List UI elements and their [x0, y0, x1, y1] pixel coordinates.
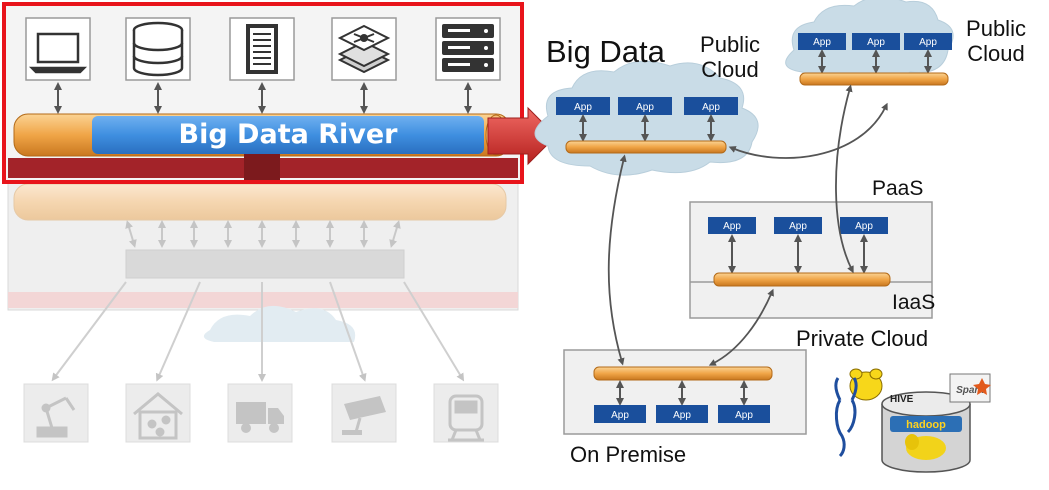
- smart-home-icon: [133, 392, 183, 440]
- impala-logo-icon: [834, 377, 858, 458]
- big-data-cloud: [534, 60, 759, 176]
- big-data-title: Big Data: [546, 34, 665, 69]
- app-label: App: [789, 221, 807, 232]
- private-cloud-pipe: [713, 272, 891, 287]
- hadoop-database-icon: hadoop: [881, 391, 971, 473]
- laptop-icon: [28, 32, 88, 74]
- app-box: [594, 405, 646, 423]
- app-box: [708, 217, 756, 234]
- private-cloud-label: Private Cloud: [796, 326, 929, 351]
- faded-cloud: [203, 305, 356, 342]
- public-cloud-right-label: Public Cloud: [954, 16, 1038, 66]
- public-cloud-left-line1: Public: [700, 32, 760, 57]
- document-icon: [246, 24, 278, 74]
- public-cloud-right-line1: Public: [966, 16, 1026, 41]
- robot-arm-icon: [36, 396, 76, 438]
- app-box: [774, 217, 822, 234]
- network-layers-icon: [337, 24, 391, 74]
- app-label: App: [735, 410, 753, 421]
- app-label: App: [867, 37, 885, 48]
- iaas-label: IaaS: [892, 291, 936, 314]
- faded-data-pipe: [13, 183, 507, 221]
- big-data-tools-logos: hadoop HIVE Spark: [834, 368, 991, 473]
- spark-logo-icon: Spark: [949, 373, 991, 403]
- public-cloud-left-label: Public Cloud: [688, 32, 772, 82]
- app-box: [656, 405, 708, 423]
- app-box: [618, 97, 672, 115]
- security-camera-icon: [342, 396, 386, 435]
- app-label: App: [919, 37, 937, 48]
- on-premise-box: [563, 349, 807, 435]
- app-labels: App App App App App App App App App App …: [574, 37, 937, 421]
- app-box: [852, 33, 900, 50]
- public-cloud-left-line2: Cloud: [701, 57, 759, 82]
- big-data-river-bar: [92, 116, 484, 154]
- public-cloud-right: [785, 0, 954, 86]
- public-cloud-pipe: [799, 72, 949, 86]
- app-box: [904, 33, 952, 50]
- app-box: [798, 33, 846, 50]
- private-cloud-box: [689, 201, 933, 319]
- cloud-data-pipe: [565, 140, 727, 154]
- truck-icon: [236, 402, 284, 433]
- app-label: App: [702, 102, 720, 113]
- paas-label: PaaS: [872, 177, 924, 200]
- spark-logo-text: Spark: [956, 385, 984, 396]
- database-icon: [132, 21, 184, 77]
- app-label: App: [611, 410, 629, 421]
- flow-arrow: [487, 106, 557, 166]
- big-data-river-panel: [2, 2, 557, 184]
- on-premise-label: On Premise: [570, 442, 687, 467]
- hadoop-logo-text: hadoop: [906, 419, 946, 431]
- faded-processing-layer: [125, 249, 405, 279]
- app-label: App: [673, 410, 691, 421]
- app-label: App: [723, 221, 741, 232]
- app-box: [718, 405, 770, 423]
- hive-logo-icon: HIVE: [849, 368, 914, 405]
- app-label: App: [636, 102, 654, 113]
- big-data-river-label: Big Data River: [178, 119, 398, 150]
- app-box: [556, 97, 610, 115]
- hive-logo-text: HIVE: [890, 394, 914, 405]
- train-icon: [448, 394, 484, 442]
- app-label: App: [855, 221, 873, 232]
- server-rack-icon: [442, 24, 494, 72]
- public-cloud-right-line2: Cloud: [967, 41, 1025, 66]
- connection-arrows: [607, 84, 888, 366]
- app-box: [684, 97, 738, 115]
- on-premise-pipe: [593, 366, 773, 381]
- app-label: App: [574, 102, 592, 113]
- app-label: App: [813, 37, 831, 48]
